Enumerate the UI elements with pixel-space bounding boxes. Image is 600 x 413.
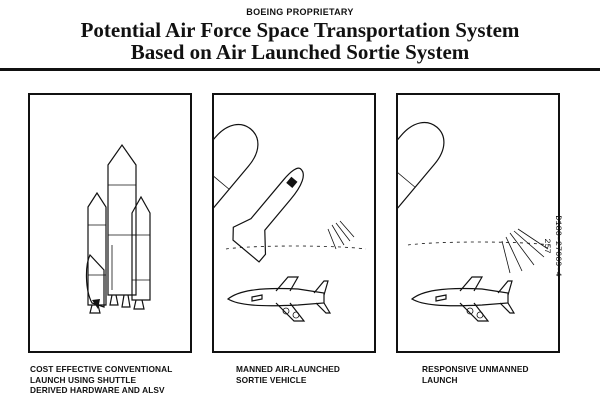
document-id: D180-27669-4 bbox=[553, 215, 563, 277]
caption-line: DERIVED HARDWARE AND ALSV bbox=[30, 385, 165, 395]
panel-unmanned-launch bbox=[396, 93, 560, 353]
caption-line: RESPONSIVE UNMANNED bbox=[422, 364, 529, 374]
caption-manned-sortie: MANNED AIR-LAUNCHED SORTIE VEHICLE bbox=[236, 364, 411, 385]
manned-sortie-illustration bbox=[214, 123, 367, 322]
caption-conventional-launch: COST EFFECTIVE CONVENTIONAL LAUNCH USING… bbox=[30, 364, 205, 396]
title-line-1: Potential Air Force Space Transportation… bbox=[80, 18, 520, 42]
page-number: 257 bbox=[542, 238, 552, 254]
caption-unmanned-launch: RESPONSIVE UNMANNED LAUNCH bbox=[422, 364, 597, 385]
caption-line: LAUNCH bbox=[422, 374, 458, 385]
header-rule bbox=[0, 68, 600, 71]
panel-manned-sortie bbox=[212, 93, 376, 353]
shuttle-stack-illustration bbox=[85, 143, 151, 314]
title-line-2: Based on Air Launched Sortie System bbox=[130, 40, 470, 64]
panel-conventional-launch bbox=[28, 93, 192, 353]
document-number: D180-27669-4 257 bbox=[537, 210, 563, 282]
proprietary-label: BOEING PROPRIETARY bbox=[246, 7, 354, 17]
caption-line: COST EFFECTIVE CONVENTIONAL bbox=[30, 364, 173, 374]
caption-line: LAUNCH USING SHUTTLE bbox=[30, 374, 137, 385]
caption-line: MANNED AIR-LAUNCHED bbox=[236, 364, 340, 374]
page-title: Potential Air Force Space Transportation… bbox=[0, 19, 600, 63]
caption-line: SORTIE VEHICLE bbox=[236, 374, 307, 385]
unmanned-launch-illustration bbox=[398, 121, 551, 322]
